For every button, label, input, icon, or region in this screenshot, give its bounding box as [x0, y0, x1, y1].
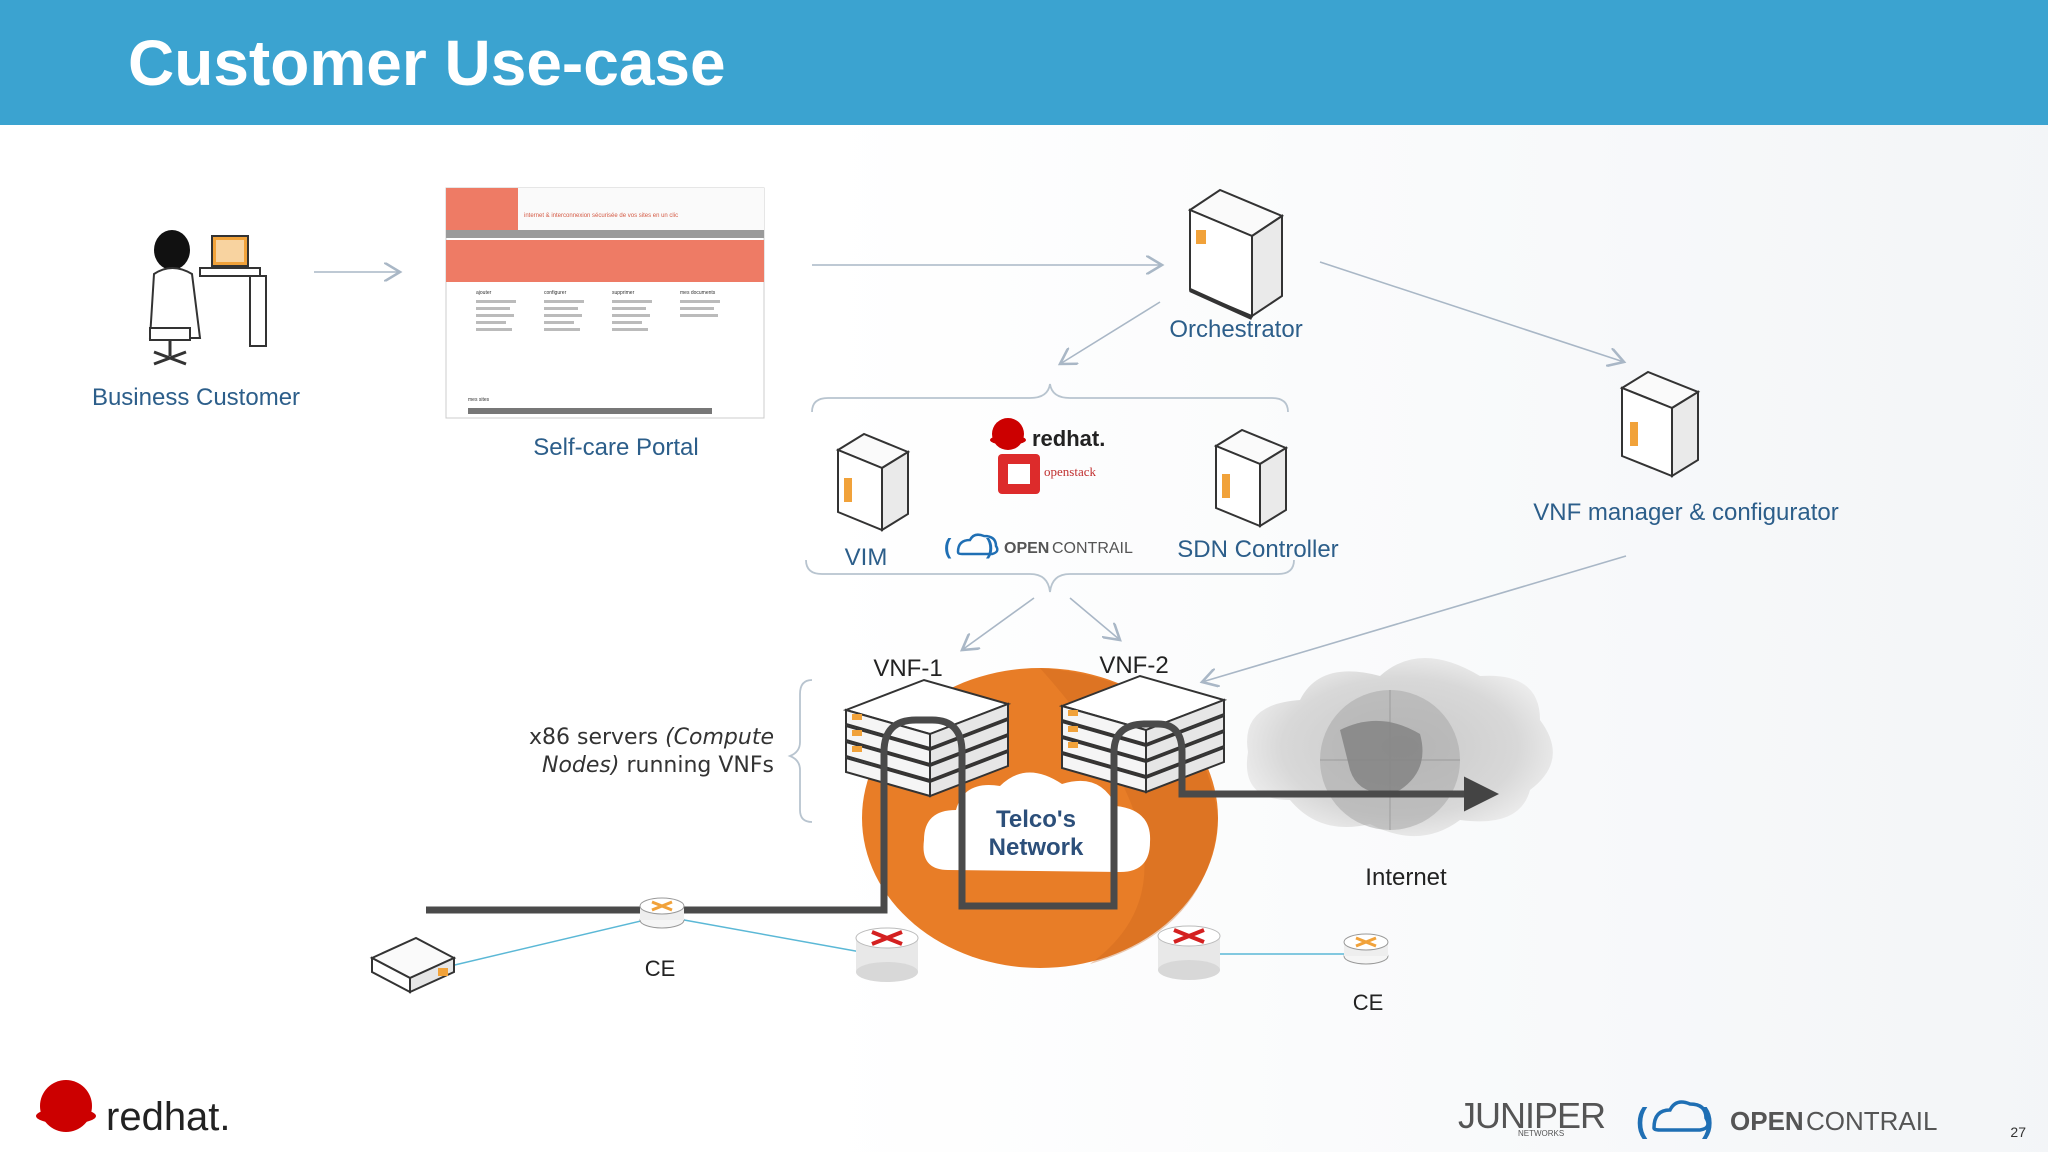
ce-left-label: CE: [645, 956, 676, 981]
background-tint: [820, 125, 2048, 1152]
opencontrail-footer-bold: OPEN: [1730, 1106, 1804, 1136]
portal-col-ajouter: ajouter: [476, 290, 492, 296]
link-device-to-ce-left: [441, 915, 663, 969]
servers-note-line1: x86 servers (Compute: [529, 725, 774, 750]
svg-text:): ): [1702, 1102, 1713, 1140]
business-customer-label: Business Customer: [92, 384, 300, 411]
customer-device-icon: [369, 936, 457, 994]
vnf1-server-stack: [842, 678, 1012, 798]
title-bar: Customer Use-case: [0, 0, 2048, 125]
portal-header-text: internet & interconnexion sécurisée de v…: [524, 213, 678, 219]
juniper-logo: JUNIPER NETWORKS: [1458, 1095, 1606, 1138]
redhat-small-text: redhat.: [1032, 426, 1105, 451]
internet-label: Internet: [1365, 864, 1447, 891]
page-number: 27: [2010, 1124, 2026, 1140]
sdn-controller-label: SDN Controller: [1177, 536, 1338, 563]
vnf-manager-server-icon: [1619, 370, 1701, 478]
telco-network-line2: Network: [989, 834, 1084, 861]
openstack-logo: openstack: [998, 454, 1096, 494]
link-ce-left-to-router: [661, 915, 873, 955]
portal-col-supprimer: supprimer: [612, 290, 635, 296]
business-customer-icon: [148, 230, 267, 366]
servers-brace: [787, 679, 813, 823]
arrow-orchestrator-to-vnf-manager: [1319, 261, 1624, 362]
ce-right-router-icon: [1343, 933, 1389, 965]
juniper-subtext: NETWORKS: [1518, 1129, 1564, 1138]
vim-server-icon: [835, 432, 911, 532]
vnf-manager-label: VNF manager & configurator: [1533, 499, 1838, 526]
servers-note-line2: Nodes) running VNFs: [542, 753, 774, 778]
group-brace-top: [811, 383, 1289, 413]
svg-text:(: (: [944, 534, 952, 559]
redhat-shadowman-icon: [40, 1080, 92, 1132]
portal-col-configurer: configurer: [544, 290, 567, 296]
svg-text:): ): [986, 534, 993, 559]
opencontrail-footer-light: CONTRAIL: [1806, 1106, 1937, 1136]
ce-right-label: CE: [1353, 990, 1384, 1015]
servers-note-line2-a: Nodes): [542, 753, 619, 778]
telco-cloud-icon: [923, 772, 1151, 872]
self-care-portal-screenshot: internet & interconnexion sécurisée de v…: [445, 187, 765, 419]
orchestrator-server-icon: [1187, 188, 1285, 320]
arrow-vnf-manager-to-vnf2: [1202, 555, 1627, 682]
pe-right-router-icon: [1157, 925, 1221, 980]
servers-note-line1-b: (Compute: [665, 725, 774, 750]
self-care-portal-label: Self-care Portal: [533, 434, 698, 461]
redhat-small-logo: redhat.: [990, 418, 1105, 451]
arrow-orchestrator-to-vim-group: [1060, 301, 1161, 364]
portal-col-documents: mes documents: [680, 290, 716, 296]
traffic-path: [426, 716, 1499, 914]
svg-text:(: (: [1636, 1102, 1648, 1140]
vim-label: VIM: [845, 544, 888, 571]
redhat-footer-text: redhat.: [106, 1095, 231, 1139]
opencontrail-mid-light: CONTRAIL: [1052, 540, 1133, 557]
cloud-icon: [956, 533, 999, 556]
pe-left-router-icon: [855, 927, 919, 982]
vnf1-label: VNF-1: [873, 655, 942, 682]
slide-title: Customer Use-case: [128, 27, 726, 99]
arrow-to-vnf1: [962, 597, 1035, 650]
redhat-footer-logo: redhat.: [36, 1080, 231, 1139]
opencontrail-mid-logo: ( ) OPEN CONTRAIL: [944, 533, 1133, 559]
cloud-icon: [1652, 1100, 1710, 1132]
openstack-text: openstack: [1044, 464, 1096, 479]
group-brace-bottom: [805, 559, 1295, 593]
servers-note-line2-b: running VNFs: [619, 753, 774, 778]
servers-note-line1-a: x86 servers: [529, 725, 665, 750]
opencontrail-footer-logo: ( ) OPEN CONTRAIL: [1636, 1100, 1937, 1140]
arrow-to-vnf2: [1069, 597, 1120, 640]
ce-left-router-icon: [639, 897, 685, 929]
portal-footer-label: mes sites: [468, 397, 490, 403]
sdn-controller-server-icon: [1213, 428, 1289, 528]
vnf2-label: VNF-2: [1099, 652, 1168, 679]
juniper-text: JUNIPER: [1458, 1095, 1605, 1136]
telco-network-line1: Telco's: [996, 806, 1076, 833]
opencontrail-mid-bold: OPEN: [1004, 540, 1049, 557]
orchestrator-label: Orchestrator: [1169, 316, 1302, 343]
